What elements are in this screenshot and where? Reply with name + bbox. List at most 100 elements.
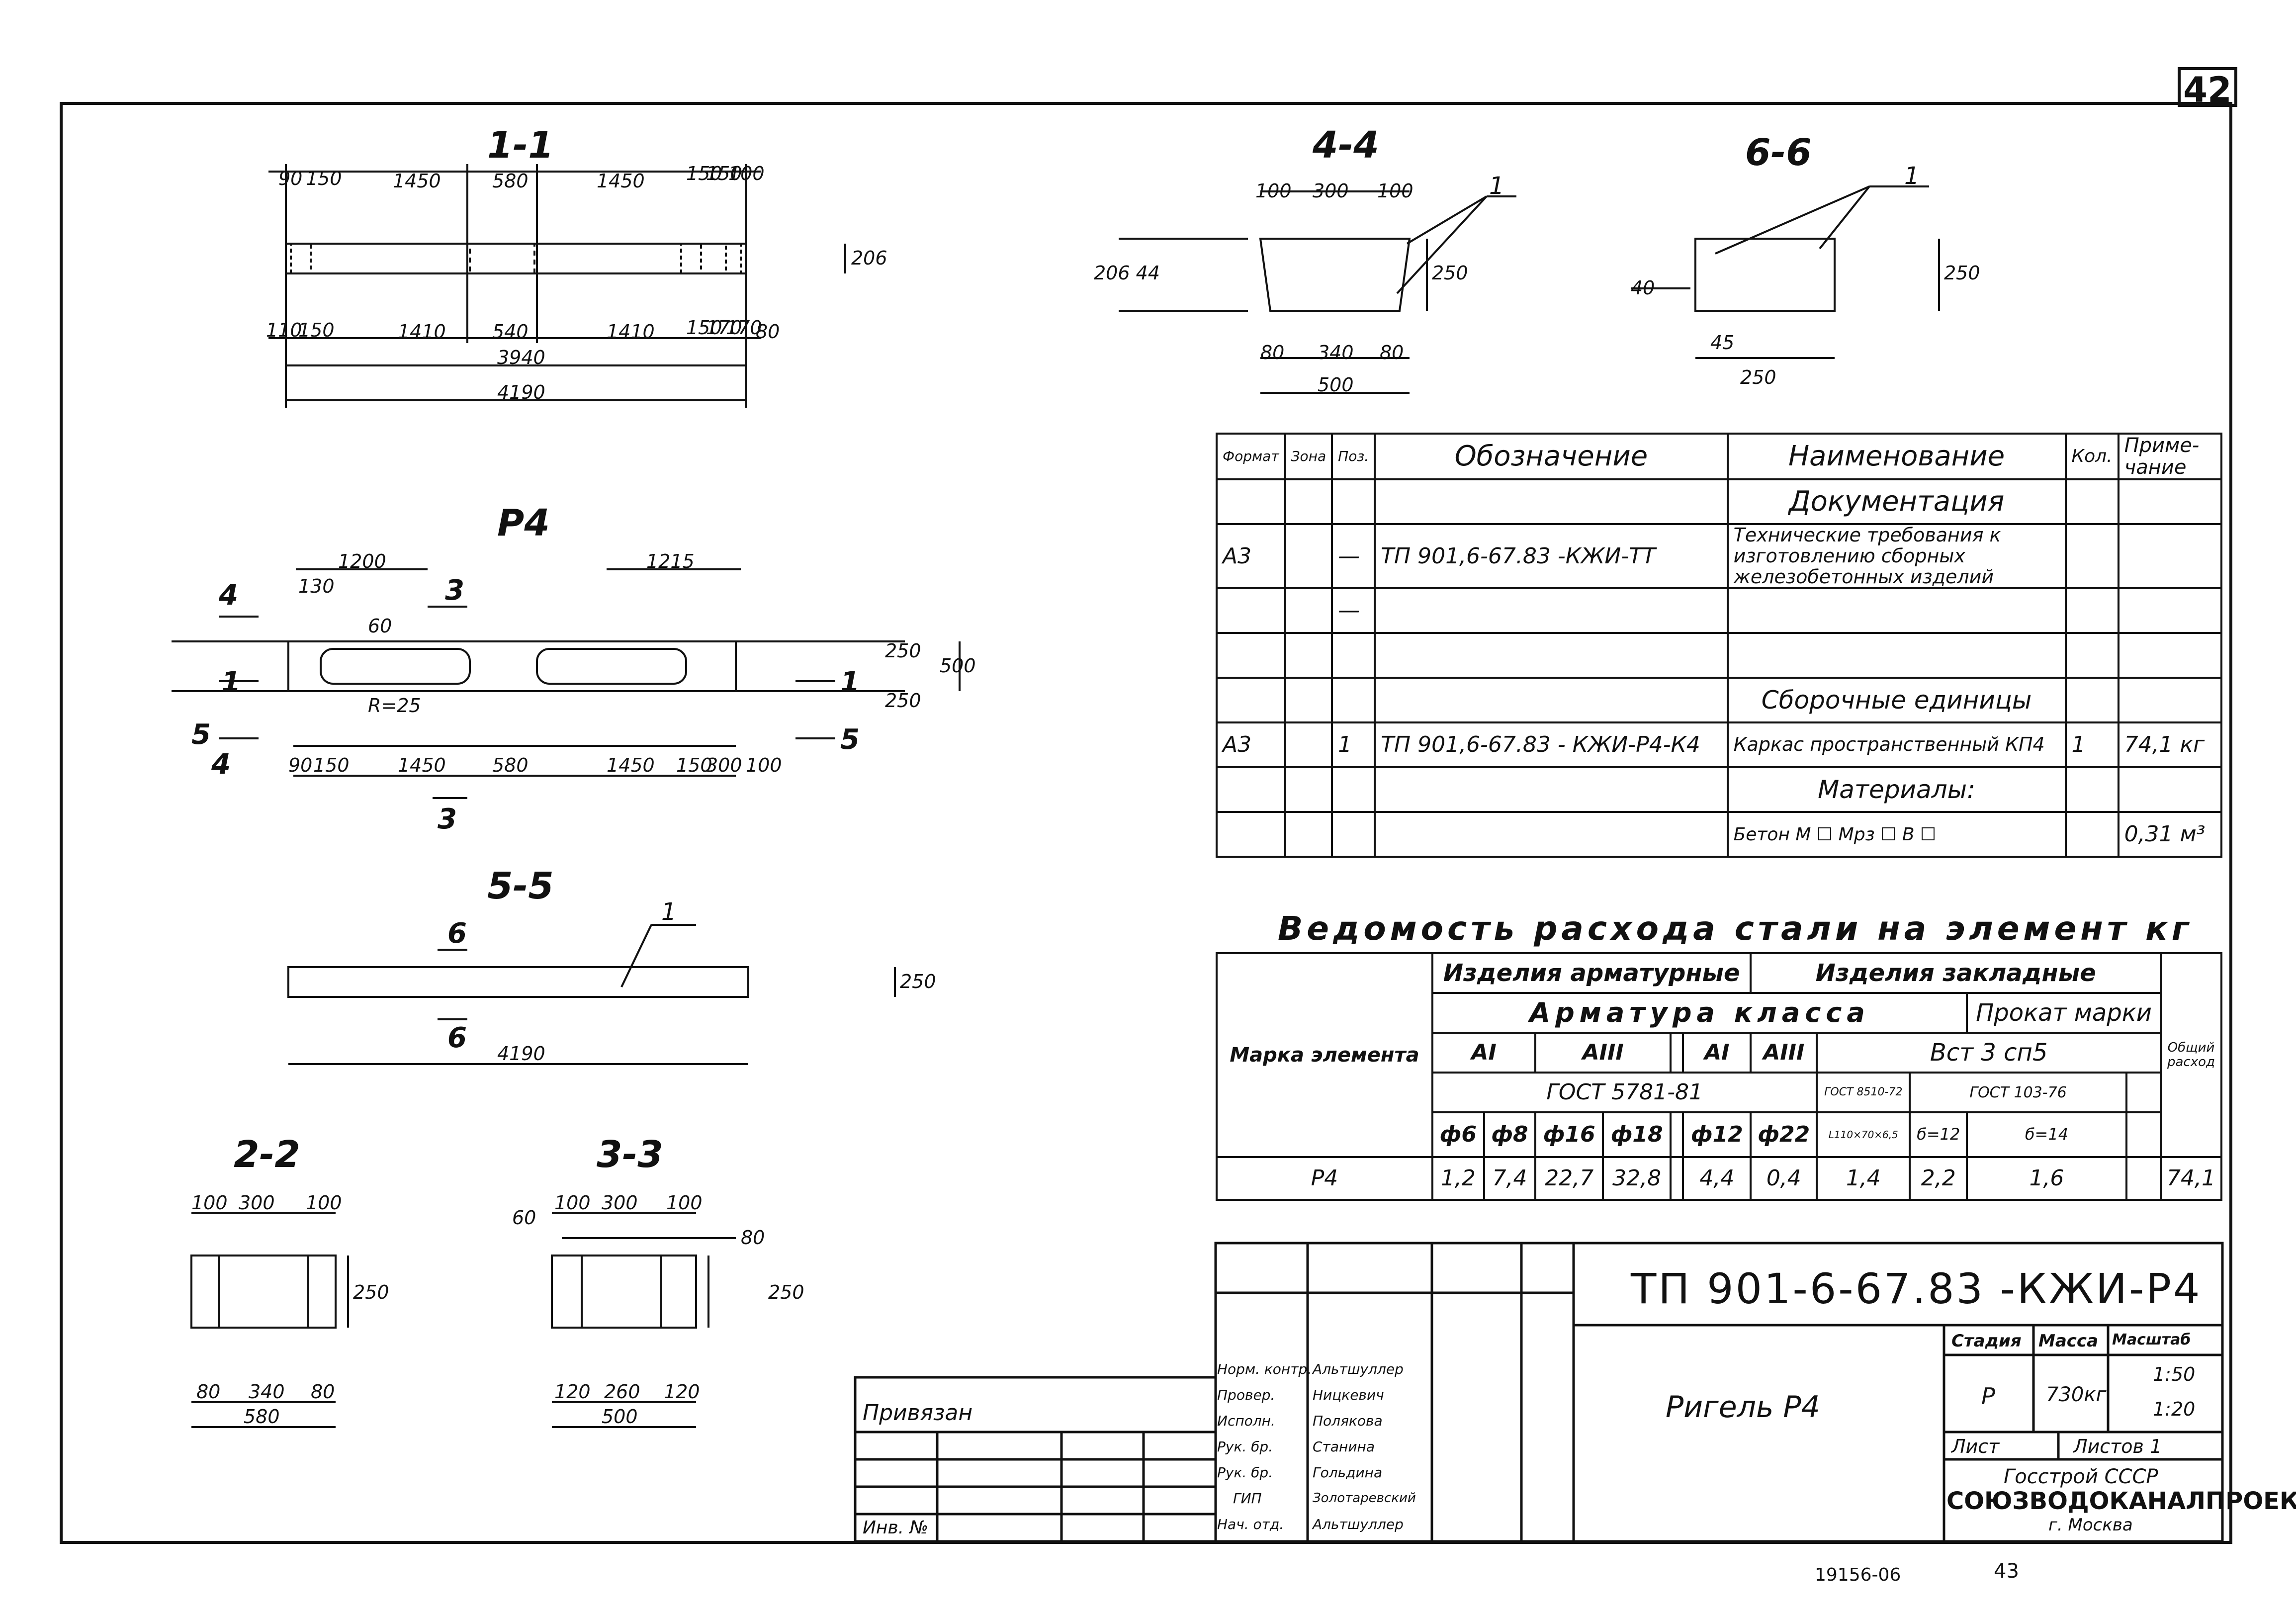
- class-a3: АIII: [1534, 1032, 1672, 1074]
- person: Гольдина: [1313, 1464, 1383, 1481]
- dim: 100: [666, 1192, 703, 1214]
- inv-label: Инв. №: [863, 1518, 929, 1538]
- org-line-1: Госстрой СССР: [2004, 1465, 2158, 1488]
- dim: 130: [298, 575, 335, 597]
- diam-cell: L110×70×6,5: [1816, 1111, 1911, 1158]
- section-6-6-drawing: [1631, 185, 1940, 359]
- mass-value: 730кг: [2046, 1383, 2107, 1406]
- dim: 1215: [646, 550, 695, 572]
- class-a1b: АI: [1682, 1032, 1752, 1074]
- class-a1: АI: [1431, 1032, 1537, 1074]
- cell: [1726, 587, 2067, 634]
- dim: 60: [368, 615, 392, 637]
- diam-cell: ф8: [1483, 1111, 1537, 1158]
- cell: [1216, 677, 1286, 724]
- value-cell: 32,8: [1602, 1156, 1672, 1201]
- scale-value-1: 1:50: [2153, 1363, 2196, 1385]
- cell: [2064, 523, 2119, 590]
- cell: ТП 901,6-67.83 - КЖИ-Р4-К4: [1374, 721, 1729, 769]
- dim: 1410: [607, 321, 655, 343]
- section-mark: 6: [447, 917, 467, 950]
- cell: [2125, 1072, 2162, 1113]
- cell: [1374, 766, 1729, 813]
- dim: 250: [900, 971, 936, 992]
- section-mark: 4: [219, 579, 238, 612]
- value-cell: 1,6: [1966, 1156, 2127, 1201]
- dim: 150: [306, 168, 342, 189]
- cell: ТП 901,6-67.83 -КЖИ-ТТ: [1374, 523, 1729, 590]
- dim: 1450: [597, 170, 645, 192]
- leader-label: 1: [1489, 172, 1504, 200]
- diam-cell: ф12: [1682, 1111, 1752, 1158]
- cell: 0,31 м³: [2117, 811, 2223, 858]
- row-mark: Р4: [1216, 1156, 1433, 1201]
- cell: [1374, 587, 1729, 634]
- dim: 340: [1318, 342, 1354, 363]
- cell: [1331, 766, 1376, 813]
- section-2-2-drawing: [190, 1212, 349, 1428]
- dim: 40: [1631, 277, 1655, 299]
- dim: 150: [706, 163, 742, 184]
- dim: R=25: [368, 695, 421, 717]
- value-cell: 7,4: [1483, 1156, 1537, 1201]
- dim: 170: [706, 317, 742, 339]
- cell: Материалы:: [1726, 766, 2067, 813]
- dim: 1450: [393, 170, 441, 192]
- leader-label: 1: [1904, 162, 1920, 190]
- p4-plan-drawing: [172, 568, 961, 799]
- section-3-3-drawing: [551, 1212, 736, 1428]
- value-cell: 22,7: [1534, 1156, 1604, 1201]
- diam-cell: [2125, 1111, 2162, 1158]
- section-title-p4: Р4: [497, 502, 550, 544]
- col-format: Формат: [1216, 433, 1286, 480]
- person: Станина: [1313, 1438, 1375, 1455]
- dim: 300: [602, 1192, 638, 1214]
- privyazan-label: Привязан: [863, 1400, 973, 1426]
- dim: 120: [554, 1381, 591, 1403]
- role: Исполн.: [1217, 1413, 1275, 1429]
- sheet-label: Лист: [1951, 1436, 2000, 1457]
- section-mark: 5: [840, 723, 860, 756]
- dim: 170: [726, 317, 762, 339]
- role: Нач. отд.: [1217, 1516, 1284, 1532]
- org-line-2: СОЮЗВОДОКАНАЛПРОЕКТ: [1946, 1487, 2296, 1515]
- dim: 80: [741, 1227, 765, 1249]
- dim: 1410: [398, 321, 446, 343]
- section-1-1-drawing: [268, 164, 846, 408]
- dim: 100: [728, 163, 765, 184]
- section-title-2-2: 2-2: [234, 1133, 300, 1176]
- cell: А3: [1216, 523, 1286, 590]
- value-cell: 1,4: [1816, 1156, 1911, 1201]
- dim: 150: [313, 754, 350, 776]
- cell: [2064, 587, 2119, 634]
- cell: [1216, 632, 1286, 679]
- cell: [2117, 478, 2223, 525]
- dim: 260: [604, 1381, 640, 1403]
- dim: 300: [239, 1192, 275, 1214]
- dim: 120: [664, 1381, 700, 1403]
- diam-cell: [1670, 1111, 1684, 1158]
- cell: [2117, 523, 2223, 590]
- person: Альтшуллер: [1313, 1361, 1404, 1377]
- value-cell: [2125, 1156, 2162, 1201]
- cell: —: [1331, 523, 1376, 590]
- cell: [1216, 766, 1286, 813]
- section-5-5-drawing: [287, 924, 896, 1065]
- cell: [1374, 677, 1729, 724]
- dim: 110: [266, 319, 302, 341]
- table-row: —: [1216, 587, 2223, 634]
- group-armature: Изделия арматурные: [1431, 952, 1752, 994]
- col-zone: Зона: [1284, 433, 1333, 480]
- dim: 1200: [338, 550, 386, 572]
- cell: —: [1331, 587, 1376, 634]
- stage-header: Стадия: [1951, 1331, 2022, 1351]
- dim: 250: [768, 1281, 804, 1303]
- gost-5781: ГОСТ 5781-81: [1431, 1072, 1818, 1113]
- dim: 100: [1255, 180, 1292, 202]
- dim: 100: [746, 754, 782, 776]
- col-name: Наименование: [1726, 433, 2067, 480]
- class-a3b: АIII: [1750, 1032, 1818, 1074]
- cell: А3: [1216, 721, 1286, 769]
- dim: 100: [1377, 180, 1413, 202]
